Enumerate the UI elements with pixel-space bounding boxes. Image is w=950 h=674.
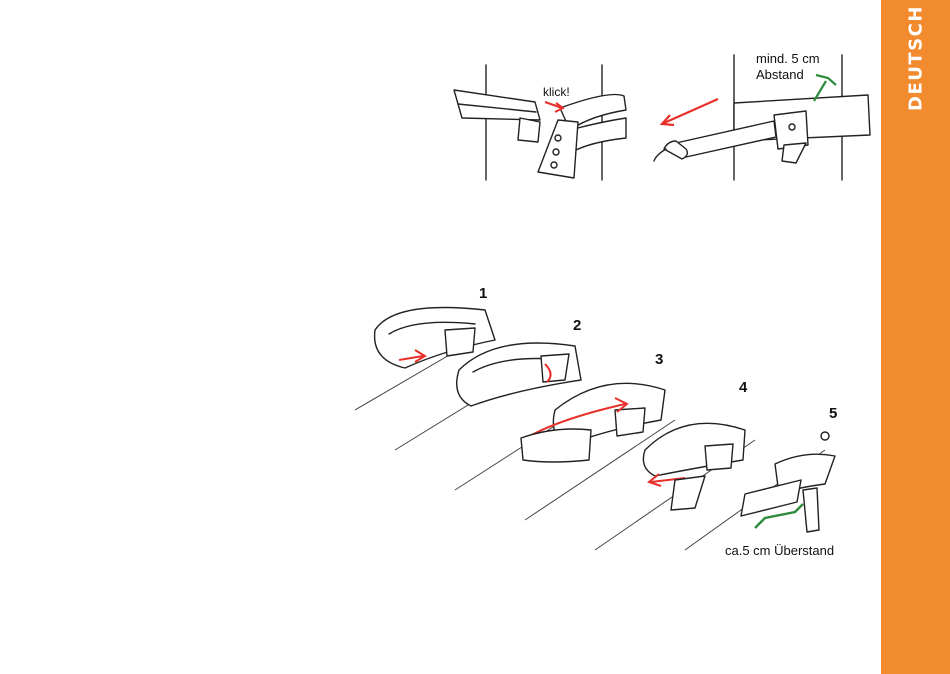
overhang-label: ca.5 cm Überstand [725, 543, 834, 558]
step-number-5: 5 [829, 405, 837, 422]
illustration-tighten-strap: mind. 5 cm Abstand [646, 45, 874, 185]
step-number-4: 4 [739, 379, 748, 396]
language-sidebar: DEUTSCH [881, 0, 950, 674]
distance-label-line1: mind. 5 cm [756, 51, 820, 66]
step-number-3: 3 [655, 351, 663, 368]
distance-label-line2: Abstand [756, 67, 804, 82]
step-number-1: 1 [479, 285, 487, 302]
step-number-2: 2 [573, 317, 581, 334]
klick-label: klick! [543, 85, 570, 99]
illustration-threading-steps: 1 2 3 4 5 ca.5 cm Überstand [355, 280, 875, 570]
illustration-strap-click: klick! [440, 60, 640, 185]
sidebar-language-label: DEUTSCH [905, 5, 926, 111]
